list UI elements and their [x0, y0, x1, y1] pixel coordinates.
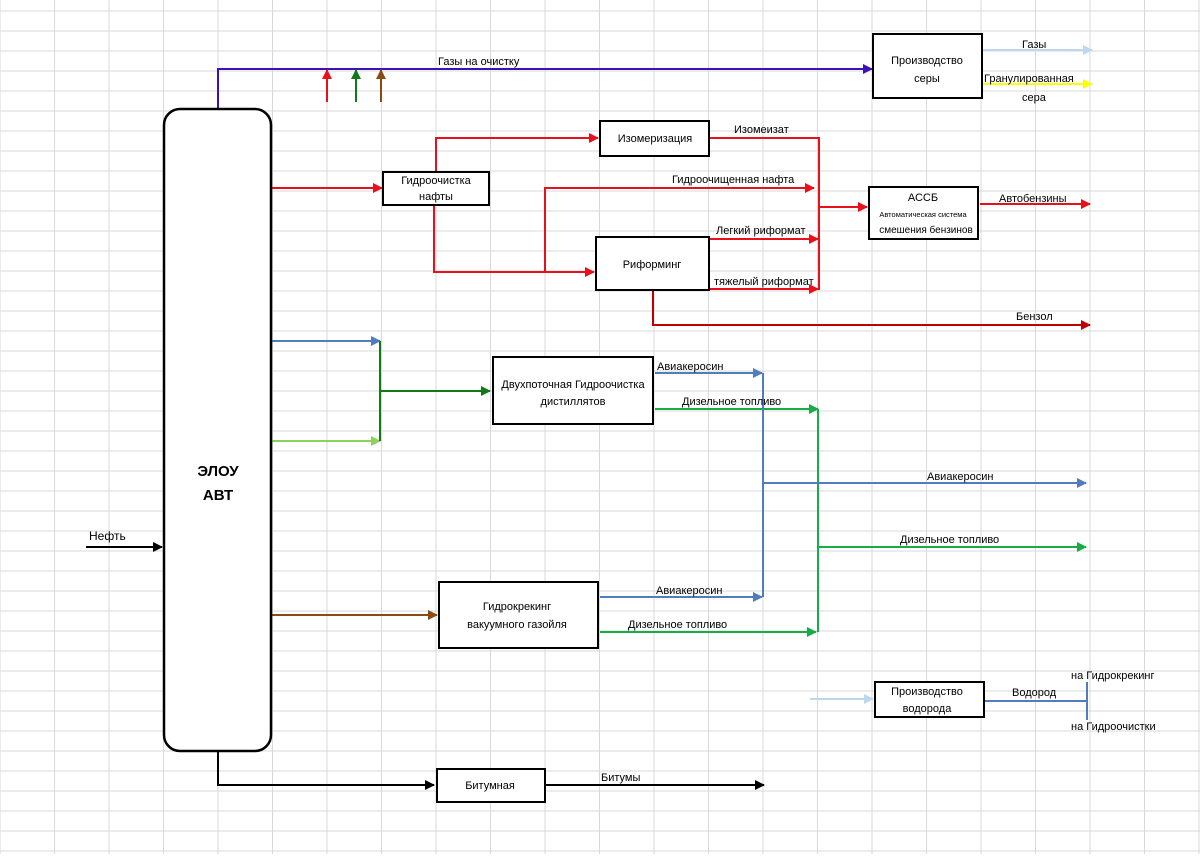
stream-labels: Газы на очистку Газы Гранулированная сер…: [89, 39, 1156, 784]
hydrotreated-naphtha-line: [544, 183, 815, 272]
label-to-hydrotreating: на Гидроочистки: [1071, 721, 1156, 733]
label-diesel-2: Дизельное топливо: [628, 619, 727, 631]
label-jet-fuel-2: Авиакеросин: [656, 585, 722, 597]
label-oil: Нефть: [89, 529, 126, 543]
hydrogen-box-label-2: водорода: [903, 703, 953, 715]
label-jet-fuel-out: Авиакеросин: [927, 471, 993, 483]
label-gases-to-treatment: Газы на очистку: [438, 56, 520, 68]
label-hydrotreated-naphtha: Гидроочищенная нафта: [672, 174, 795, 186]
distillate-hydrotreating-label-2: дистиллятов: [541, 396, 606, 408]
hydrocracking-box: Гидрокрекинг вакуумного газойля: [438, 581, 599, 649]
label-granulated-sulfur-1: Гранулированная: [984, 73, 1074, 85]
assb-box: АССБ Автоматическая система смешения бен…: [868, 186, 979, 240]
label-diesel-out: Дизельное топливо: [900, 534, 999, 546]
sulfur-production-box: Производство серы: [872, 33, 983, 99]
assb-box-label-1: АССБ: [908, 192, 938, 204]
label-bitumens: Битумы: [601, 772, 640, 784]
label-heavy-reformate: тяжелый риформат: [714, 276, 814, 288]
label-to-hydrocracking: на Гидрокрекинг: [1071, 670, 1154, 682]
column-label-2: АВТ: [203, 487, 233, 504]
naphtha-hydrotreating-label-2: нафты: [419, 191, 453, 203]
hydrogen-production-box: Производство водорода: [874, 681, 985, 718]
distillation-column: ЭЛОУ АВТ: [162, 107, 273, 753]
to-reforming-line: [433, 205, 595, 277]
label-diesel-1: Дизельное топливо: [682, 396, 781, 408]
flow-lines: [86, 45, 1093, 790]
distillate-hydrotreating-box: Двухпоточная Гидроочистка дистиллятов: [492, 356, 654, 425]
label-benzene: Бензол: [1016, 311, 1053, 323]
bitumen-box-label: Битумная: [465, 780, 515, 792]
hydrocracking-label-2: вакуумного газойля: [467, 619, 567, 631]
assb-box-label-2: Автоматическая система: [879, 210, 967, 219]
hydrocracking-label-1: Гидрокрекинг: [483, 601, 551, 613]
reforming-box: Риформинг: [595, 236, 710, 291]
distillate-hydrotreating-label-1: Двухпоточная Гидроочистка: [501, 379, 645, 391]
naphtha-hydrotreating-box: Гидроочистка нафты: [382, 171, 490, 206]
label-isomerate: Изомеизат: [734, 124, 789, 136]
hydrogen-box-label-1: Производство: [891, 686, 963, 698]
label-granulated-sulfur-2: сера: [1022, 92, 1047, 104]
column-label-1: ЭЛОУ: [197, 463, 239, 480]
label-light-reformate: Легкий риформат: [716, 225, 806, 237]
bitumen-box: Битумная: [436, 768, 546, 803]
reforming-box-label: Риформинг: [623, 259, 682, 271]
isomerization-box: Изомеризация: [599, 120, 710, 157]
gases-to-treatment-line: [217, 64, 873, 109]
label-hydrogen: Водород: [1012, 687, 1057, 699]
label-gasolines: Автобензины: [999, 193, 1067, 205]
to-isomerization-line: [435, 133, 599, 172]
label-jet-fuel-1: Авиакеросин: [657, 361, 723, 373]
naphtha-hydrotreating-label-1: Гидроочистка: [401, 175, 471, 187]
label-gases: Газы: [1022, 39, 1046, 51]
sulfur-box-label-1: Производство: [891, 55, 963, 67]
to-bitumen-line: [217, 752, 435, 790]
isomerization-box-label: Изомеризация: [618, 133, 692, 145]
assb-box-label-3: смешения бензинов: [879, 224, 973, 236]
benzene-line: [652, 291, 1091, 330]
sulfur-box-label-2: серы: [914, 73, 940, 85]
